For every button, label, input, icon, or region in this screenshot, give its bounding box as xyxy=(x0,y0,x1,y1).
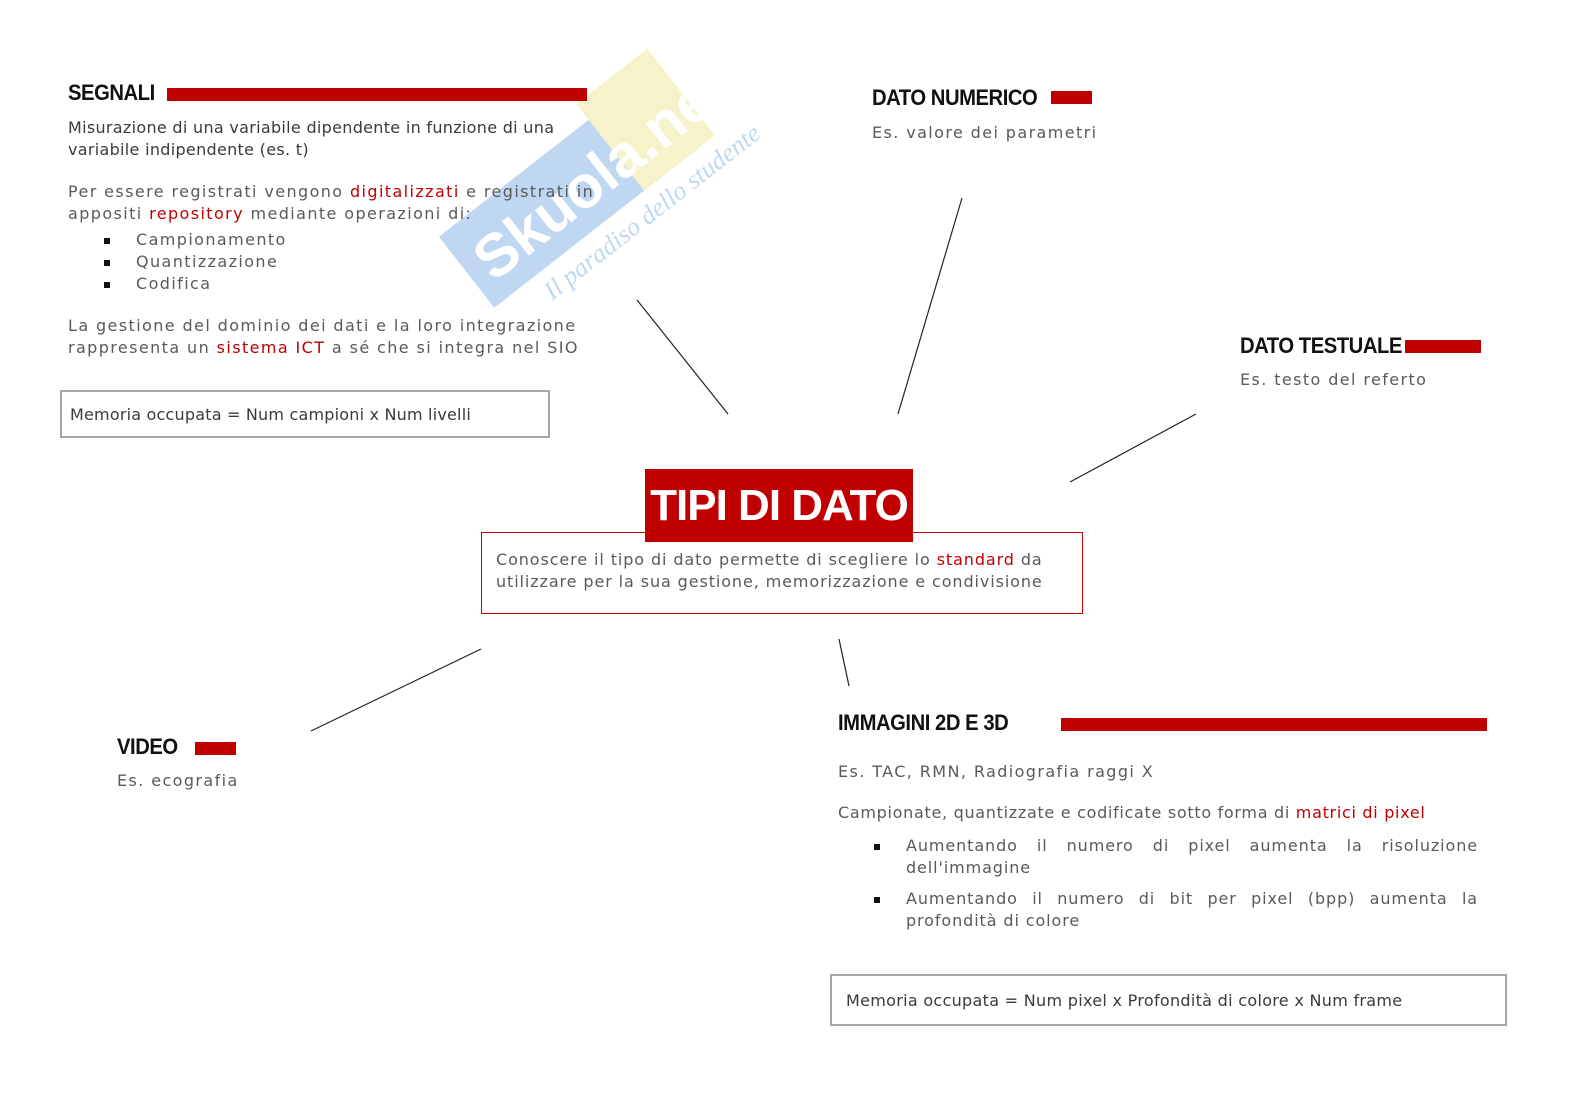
dato-numerico-example: Es. valore dei parametri xyxy=(872,123,1098,142)
video-bar xyxy=(195,742,236,755)
connector-segnali xyxy=(636,299,729,415)
list-item: Campionamento xyxy=(68,229,598,251)
connector-dato-numerico xyxy=(897,197,963,415)
dato-numerico-heading: DATO NUMERICO xyxy=(872,85,1038,110)
video-example: Es. ecografia xyxy=(117,771,239,790)
list-item: Aumentando il numero di bit per pixel (b… xyxy=(838,888,1478,932)
digitalizzati-highlight: digitalizzati xyxy=(349,182,460,201)
immagini-heading: IMMAGINI 2D E 3D xyxy=(838,710,1009,735)
dato-testuale-heading: DATO TESTUALE xyxy=(1240,333,1402,358)
matrici-pixel-highlight: matrici di pixel xyxy=(1295,803,1426,822)
segnali-definition: Misurazione di una variabile dipendente … xyxy=(68,118,555,159)
connector-video xyxy=(310,648,482,732)
segnali-paragraph-2: Per essere registrati vengono digitalizz… xyxy=(68,182,595,223)
dato-testuale-bar xyxy=(1405,340,1481,353)
list-item: Quantizzazione xyxy=(68,251,598,273)
list-item: Aumentando il numero di pixel aumenta la… xyxy=(838,835,1478,879)
segnali-paragraph-3: La gestione del dominio dei dati e la lo… xyxy=(68,316,579,357)
center-description-box: Conoscere il tipo di dato permette di sc… xyxy=(481,532,1083,614)
list-item: Codifica xyxy=(68,273,598,295)
immagini-example: Es. TAC, RMN, Radiografia raggi X xyxy=(838,762,1155,781)
immagini-bullets: Aumentando il numero di pixel aumenta la… xyxy=(838,835,1478,932)
immagini-formula-box: Memoria occupata = Num pixel x Profondit… xyxy=(830,974,1507,1026)
sistema-ict-highlight: sistema ICT xyxy=(216,338,326,357)
center-description: Conoscere il tipo di dato permette di sc… xyxy=(496,550,1043,591)
segnali-formula: Memoria occupata = Num campioni x Num li… xyxy=(70,405,471,424)
segnali-text: Misurazione di una variabile dipendente … xyxy=(68,117,598,359)
segnali-formula-box: Memoria occupata = Num campioni x Num li… xyxy=(60,390,550,438)
dato-numerico-bar xyxy=(1051,91,1092,104)
connector-dato-testuale xyxy=(1069,413,1197,483)
standard-highlight: standard xyxy=(936,550,1015,569)
repository-highlight: repository xyxy=(149,204,244,223)
connector-immagini xyxy=(838,638,850,687)
segnali-bar xyxy=(167,88,587,101)
dato-testuale-example: Es. testo del referto xyxy=(1240,370,1428,389)
immagini-bar xyxy=(1061,718,1487,731)
main-title: TIPI DI DATO xyxy=(645,469,913,542)
segnali-heading: SEGNALI xyxy=(68,80,155,105)
segnali-operations-list: Campionamento Quantizzazione Codifica xyxy=(68,229,598,295)
immagini-text: Es. TAC, RMN, Radiografia raggi X Campio… xyxy=(838,761,1478,932)
immagini-paragraph-2: Campionate, quantizzate e codificate sot… xyxy=(838,803,1426,822)
video-heading: VIDEO xyxy=(117,734,178,759)
immagini-formula: Memoria occupata = Num pixel x Profondit… xyxy=(846,991,1403,1010)
